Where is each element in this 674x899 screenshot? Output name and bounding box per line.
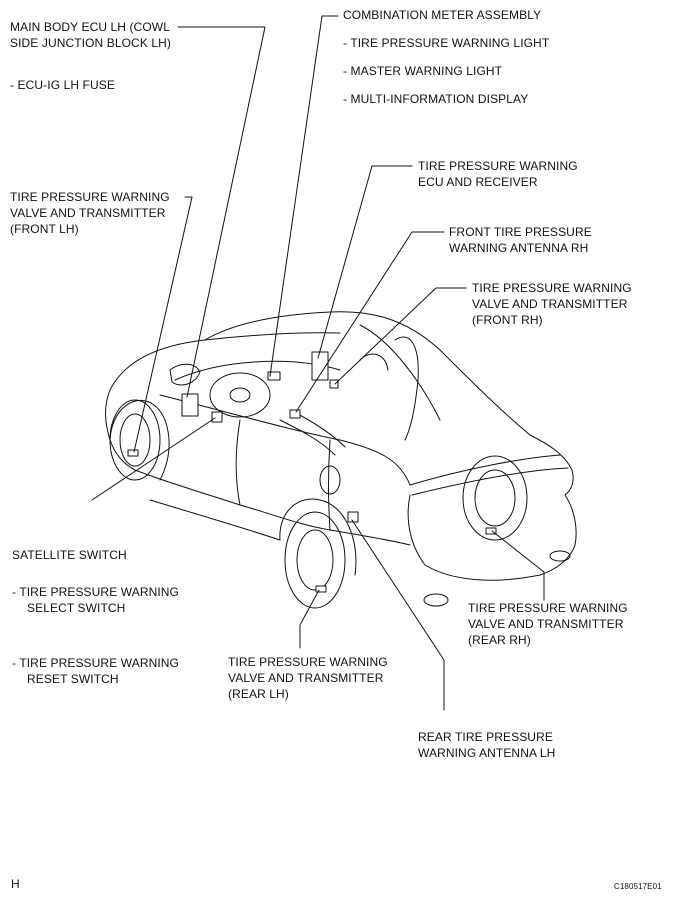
- corner-letter: H: [11, 877, 20, 891]
- valve-rear-lh-label-line1: TIRE PRESSURE WARNING: [228, 655, 388, 669]
- satellite-switch-marker: [211, 411, 223, 423]
- select-switch-label-line2: SELECT SWITCH: [27, 601, 126, 615]
- satellite-switch-label: SATELLITE SWITCH: [12, 548, 127, 562]
- valve-front-rh-label-line2: VALVE AND TRANSMITTER: [472, 297, 628, 311]
- front-antenna-rh-label-line1: FRONT TIRE PRESSURE: [449, 225, 592, 239]
- main-body-ecu-label-line1: MAIN BODY ECU LH (COWL: [10, 20, 170, 34]
- valve-front-rh-marker: [329, 379, 339, 389]
- car-body-outline: [105, 311, 577, 609]
- valve-rear-lh-marker: [315, 585, 327, 593]
- figure-code: C180517E01: [614, 882, 662, 891]
- master-warning-light-label: - MASTER WARNING LIGHT: [343, 64, 503, 78]
- select-switch-label-line1: - TIRE PRESSURE WARNING: [12, 585, 179, 599]
- main-body-ecu-marker: [181, 393, 199, 417]
- valve-rear-rh-label-line2: VALVE AND TRANSMITTER: [468, 617, 624, 631]
- valve-rear-lh-label-line3: (REAR LH): [228, 687, 289, 701]
- rear-antenna-lh-label-line2: WARNING ANTENNA LH: [418, 746, 556, 760]
- main-body-ecu-label-line2: SIDE JUNCTION BLOCK LH): [10, 36, 171, 50]
- front-antenna-rh-label-line2: WARNING ANTENNA RH: [449, 241, 589, 255]
- combination-meter-marker: [267, 371, 281, 381]
- combination-meter-label: COMBINATION METER ASSEMBLY: [343, 8, 542, 22]
- tpw-light-label: - TIRE PRESSURE WARNING LIGHT: [343, 36, 550, 50]
- valve-rear-rh-label-line1: TIRE PRESSURE WARNING: [468, 601, 628, 615]
- valve-front-lh-marker: [127, 449, 139, 457]
- component-markers: [127, 351, 497, 593]
- multi-info-display-label: - MULTI-INFORMATION DISPLAY: [343, 92, 529, 106]
- ecu-ig-fuse-label: - ECU-IG LH FUSE: [10, 78, 115, 92]
- rear-antenna-lh-label-line1: REAR TIRE PRESSURE: [418, 730, 553, 744]
- valve-front-lh-label-line2: VALVE AND TRANSMITTER: [10, 206, 166, 220]
- front-antenna-marker: [289, 409, 301, 419]
- reset-switch-label-line1: - TIRE PRESSURE WARNING: [12, 656, 179, 670]
- reset-switch-label-line2: RESET SWITCH: [27, 672, 119, 686]
- valve-front-lh-label-line3: (FRONT LH): [10, 222, 79, 236]
- valve-front-lh-label-line1: TIRE PRESSURE WARNING: [10, 190, 170, 204]
- valve-rear-lh-label-line2: VALVE AND TRANSMITTER: [228, 671, 384, 685]
- valve-rear-rh-label-line3: (REAR RH): [468, 633, 531, 647]
- tpw-ecu-receiver-label-line2: ECU AND RECEIVER: [418, 175, 538, 189]
- tpw-ecu-receiver-label-line1: TIRE PRESSURE WARNING: [418, 159, 578, 173]
- valve-front-rh-label-line3: (FRONT RH): [472, 313, 543, 327]
- valve-front-rh-label-line1: TIRE PRESSURE WARNING: [472, 281, 632, 295]
- leader-lines: [91, 15, 545, 711]
- rear-antenna-marker: [347, 511, 359, 523]
- valve-rear-rh-marker: [485, 527, 497, 535]
